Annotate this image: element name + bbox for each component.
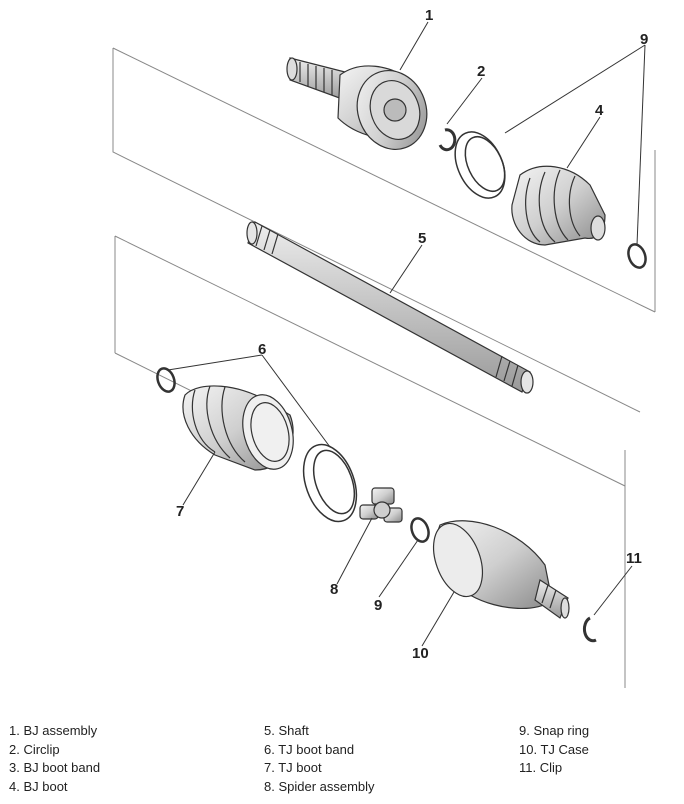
callout-4: 4 — [595, 102, 604, 119]
tj-boot-band-large — [302, 443, 358, 523]
legend-item-tj-boot: 7. TJ boot — [264, 760, 322, 775]
callout-9-lower: 9 — [374, 597, 382, 614]
callout-2: 2 — [477, 63, 485, 80]
legend-item-spider-assembly: 8. Spider assembly — [264, 778, 375, 794]
legend-item-snap-ring: 9. Snap ring — [519, 723, 590, 738]
callout-7: 7 — [176, 503, 184, 520]
callout-10: 10 — [412, 645, 429, 662]
lower-panel-outline — [114, 235, 626, 688]
clip — [582, 616, 597, 643]
leader-lines — [167, 21, 646, 647]
callout-1: 1 — [425, 7, 433, 24]
legend-item-bj-boot-band: 3. BJ boot band — [9, 760, 101, 775]
callout-5: 5 — [418, 230, 426, 247]
callout-9-upper: 9 — [640, 31, 648, 48]
circlip — [438, 128, 457, 152]
upper-panel-outline — [112, 47, 656, 413]
legend-column-3: 9. Snap ring 10. TJ Case 11. Clip — [519, 722, 684, 778]
legend-item-tj-case: 10. TJ Case — [519, 741, 589, 757]
tj-case — [432, 520, 570, 619]
legend-column-2: 5. Shaft 6. TJ boot band 7. TJ boot 8. S… — [264, 722, 504, 796]
bj-assembly — [286, 57, 428, 150]
spider-assembly — [359, 487, 403, 523]
snap-ring-upper — [627, 243, 647, 269]
bj-boot — [511, 165, 606, 246]
callout-6: 6 — [258, 341, 266, 358]
callout-8: 8 — [330, 581, 338, 598]
legend-item-circlip: 2. Circlip — [9, 741, 60, 757]
tj-boot — [182, 385, 294, 471]
legend-column-1: 1. BJ assembly 2. Circlip 3. BJ boot ban… — [9, 722, 249, 796]
callout-11: 11 — [626, 550, 642, 567]
tj-boot-band-left — [156, 367, 176, 393]
legend-item-bj-boot: 4. BJ boot — [9, 778, 68, 794]
shaft — [246, 221, 534, 394]
legend-item-bj-assembly: 1. BJ assembly — [9, 723, 98, 738]
snap-ring-lower — [410, 517, 430, 543]
legend-item-shaft: 5. Shaft — [264, 723, 309, 738]
legend-item-clip: 11. Clip — [519, 760, 563, 775]
bj-boot-band — [454, 131, 506, 199]
exploded-view-diagram: 1 2 9 4 5 6 7 8 9 10 11 — [112, 7, 656, 688]
parts-legend: 1. BJ assembly 2. Circlip 3. BJ boot ban… — [0, 722, 684, 802]
legend-item-tj-boot-band: 6. TJ boot band — [264, 741, 355, 757]
